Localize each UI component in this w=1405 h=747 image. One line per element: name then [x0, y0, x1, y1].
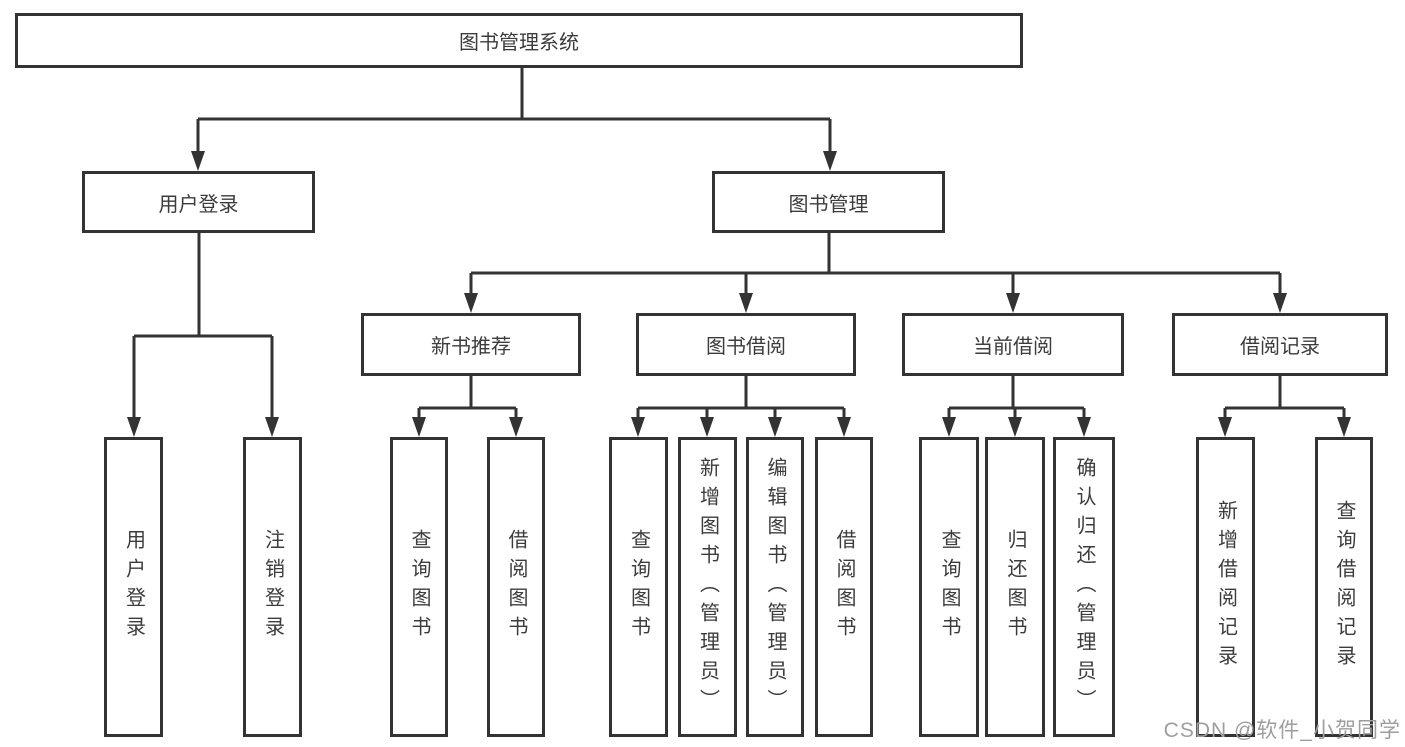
node-leaf-borrow-books-2: 借阅图书: [815, 437, 873, 737]
node-book-management-label: 图书管理: [788, 193, 869, 216]
edges-new-book-recommend: [412, 376, 523, 437]
node-leaf-query-books-2-label: 查询图书: [627, 529, 650, 645]
node-leaf-query-books-1: 查询图书: [390, 437, 448, 737]
edges-borrowing-records: [1218, 376, 1351, 437]
node-leaf-edit-books: 编辑图书（管理员）: [746, 437, 804, 737]
node-leaf-query-books-3-label: 查询图书: [938, 529, 960, 645]
node-leaf-query-borrow-record-label: 查询借阅记录: [1333, 500, 1355, 674]
node-leaf-logout-label: 注销登录: [261, 529, 284, 645]
node-leaf-add-borrow-record-label: 新增借阅记录: [1214, 500, 1237, 674]
node-current-borrowing: 当前借阅: [902, 313, 1124, 376]
edges-book-management: [464, 233, 1287, 313]
node-leaf-logout: 注销登录: [243, 437, 302, 737]
edges-root: [191, 68, 837, 171]
node-leaf-confirm-return-label: 确认归还（管理员）: [1073, 456, 1095, 718]
edges-book-borrowing: [631, 376, 851, 437]
edges-current-borrowing: [942, 376, 1091, 437]
node-root-label: 图书管理系统: [459, 32, 579, 54]
node-book-borrowing: 图书借阅: [636, 313, 856, 376]
node-leaf-add-books: 新增图书（管理员）: [678, 437, 737, 737]
node-new-book-recommend-label: 新书推荐: [431, 336, 511, 358]
node-leaf-query-books-2: 查询图书: [609, 437, 668, 737]
node-borrowing-records-label: 借阅记录: [1240, 336, 1320, 358]
node-user-login: 用户登录: [82, 171, 315, 233]
node-leaf-borrow-books-1-label: 借阅图书: [505, 529, 527, 645]
node-book-management: 图书管理: [712, 171, 945, 233]
node-leaf-user-login-label: 用户登录: [122, 529, 145, 645]
node-leaf-borrow-books-2-label: 借阅图书: [833, 529, 855, 645]
node-user-login-label: 用户登录: [158, 193, 239, 216]
csdn-watermark: CSDN @软件_小贺同学: [1163, 719, 1401, 742]
node-leaf-add-borrow-record: 新增借阅记录: [1196, 437, 1255, 737]
node-book-borrowing-label: 图书借阅: [706, 336, 786, 358]
edges-user-login: [127, 233, 279, 437]
node-new-book-recommend: 新书推荐: [361, 313, 581, 376]
node-leaf-borrow-books-1: 借阅图书: [487, 437, 545, 737]
node-current-borrowing-label: 当前借阅: [973, 336, 1053, 358]
node-leaf-query-borrow-record: 查询借阅记录: [1315, 437, 1373, 737]
node-leaf-query-books-3: 查询图书: [919, 437, 979, 737]
node-leaf-query-books-1-label: 查询图书: [408, 529, 430, 645]
node-borrowing-records: 借阅记录: [1172, 313, 1388, 376]
node-root: 图书管理系统: [15, 13, 1023, 68]
node-leaf-return-books: 归还图书: [985, 437, 1045, 737]
node-leaf-edit-books-label: 编辑图书（管理员）: [764, 456, 786, 718]
node-leaf-user-login: 用户登录: [104, 437, 163, 737]
node-leaf-add-books-label: 新增图书（管理员）: [696, 456, 719, 718]
node-leaf-confirm-return: 确认归还（管理员）: [1053, 437, 1115, 737]
node-leaf-return-books-label: 归还图书: [1004, 529, 1026, 645]
